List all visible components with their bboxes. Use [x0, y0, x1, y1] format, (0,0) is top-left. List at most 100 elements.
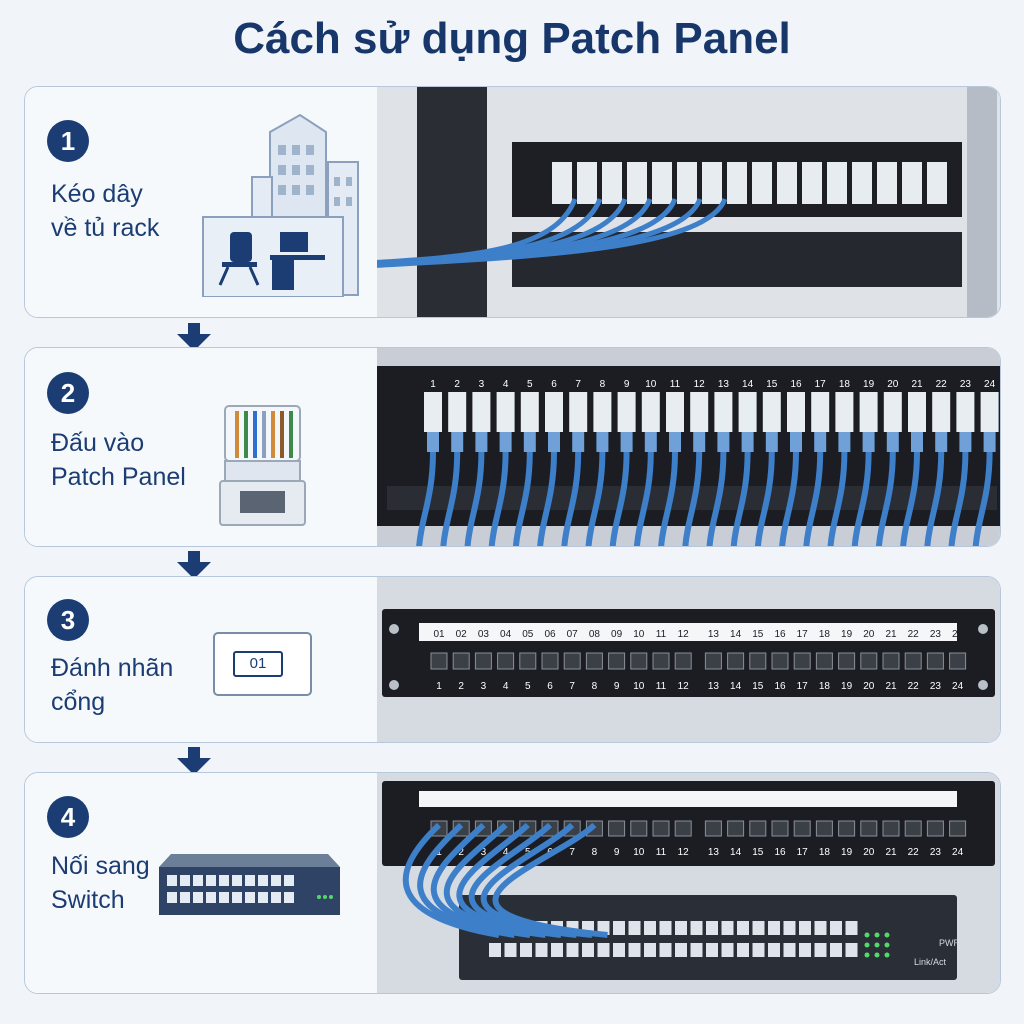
- switch-port: [520, 943, 532, 957]
- switch-port: [551, 943, 563, 957]
- cable-boot: [596, 432, 609, 452]
- port-number-label: 2: [458, 681, 464, 692]
- rj45-jack: [949, 652, 967, 670]
- cable-icon: [512, 451, 533, 546]
- switch-port: [783, 921, 796, 935]
- step-label-line2: Patch Panel: [51, 463, 186, 491]
- rj45-jack: [563, 652, 581, 670]
- port-label: 06: [544, 629, 556, 640]
- switch-icon-port: [167, 875, 177, 886]
- punchdown-module: [641, 392, 660, 432]
- switch-port: [830, 921, 842, 935]
- cable-boot: [669, 432, 681, 452]
- port-number-label: 13: [708, 681, 720, 692]
- rj45-jack: [749, 820, 767, 837]
- switch-port: [675, 921, 687, 935]
- punchdown-module: [424, 392, 442, 432]
- punchdown-module: [835, 392, 854, 432]
- port-number-label: 6: [551, 379, 557, 390]
- switch-port: [799, 921, 811, 935]
- port-number-label: 13: [718, 379, 730, 390]
- rj45-jack: [630, 652, 648, 670]
- port-number-label: 12: [678, 681, 690, 692]
- cable-boot: [911, 432, 923, 452]
- step-number: 4: [47, 796, 89, 838]
- rj45-jack: [474, 652, 492, 670]
- rj45-jack: [860, 652, 878, 670]
- cable-icon: [972, 451, 993, 546]
- switch-port: [504, 943, 517, 957]
- port-number-label: 8: [592, 847, 598, 858]
- port-number-label: 21: [911, 379, 923, 390]
- port-label: 24: [952, 629, 964, 640]
- arrow-down-icon: [177, 323, 211, 351]
- cable-icon: [417, 822, 515, 938]
- port-label: 03: [478, 629, 490, 640]
- port-number-label: 11: [656, 847, 667, 858]
- port-number-label: 15: [752, 847, 764, 858]
- port-number-label: 7: [569, 681, 575, 692]
- rj45-jack: [727, 652, 745, 670]
- port-label: 14: [730, 629, 742, 640]
- switch-port: [721, 921, 734, 935]
- switch-port: [582, 943, 594, 957]
- keystone-module: [802, 162, 822, 204]
- cable-boot: [620, 432, 633, 452]
- port-number-label: 17: [797, 847, 809, 858]
- switch-port: [644, 943, 656, 957]
- port-label: 09: [611, 629, 623, 640]
- cable-icon: [464, 451, 485, 546]
- rj45-jack: [727, 820, 745, 837]
- switch-icon-port: [219, 892, 229, 903]
- switch-icon-port: [206, 892, 216, 903]
- status-led: [864, 942, 870, 948]
- status-led: [884, 932, 890, 938]
- keystone-module: [902, 162, 922, 204]
- punchdown-module: [932, 392, 951, 432]
- rj45-jack: [430, 652, 448, 670]
- port-number-label: 22: [908, 847, 920, 858]
- port-label: 13: [708, 629, 720, 640]
- cable-boot: [644, 432, 657, 452]
- cable-icon: [730, 451, 751, 546]
- status-led: [884, 952, 890, 958]
- rj45-jack: [608, 652, 626, 670]
- port-number-label: 18: [819, 847, 831, 858]
- port-label: 10: [633, 629, 645, 640]
- step-1-left: 1 Kéo dây về tủ rack: [25, 87, 377, 317]
- cable-icon: [444, 822, 546, 938]
- step-2-left: 2 Đấu vào Patch Panel: [25, 348, 377, 546]
- port-number-label: 11: [656, 681, 667, 692]
- cable-icon: [430, 822, 531, 938]
- rj45-jack: [926, 652, 944, 670]
- step-label-line1: Đấu vào: [51, 429, 145, 457]
- port-number-label: 14: [742, 379, 754, 390]
- keystone-module: [677, 162, 697, 204]
- port-number-label: 14: [730, 681, 742, 692]
- switch-icon-port: [284, 892, 294, 903]
- switch-port: [675, 943, 687, 957]
- status-led: [864, 932, 870, 938]
- port-number-label: 8: [600, 379, 606, 390]
- rj45-connector-icon: [219, 405, 306, 526]
- port-label: 18: [819, 629, 831, 640]
- punchdown-module: [690, 392, 709, 432]
- rj45-jack: [882, 652, 900, 670]
- rj45-jack: [904, 652, 922, 670]
- punchdown-module: [787, 392, 805, 432]
- port-label: 12: [678, 629, 690, 640]
- port-number-label: 24: [984, 379, 996, 390]
- punchdown-module: [496, 392, 515, 432]
- network-switch-icon: [159, 854, 340, 915]
- rj45-jack: [838, 820, 856, 837]
- keystone-module: [877, 162, 897, 204]
- keystone-module: [577, 162, 597, 204]
- rj45-jack: [519, 652, 537, 670]
- port-number-label: 16: [774, 681, 786, 692]
- port-number-label: 15: [766, 379, 778, 390]
- port-number-label: 24: [952, 681, 964, 692]
- port-label: 23: [930, 629, 942, 640]
- cable-icon: [488, 451, 509, 546]
- switch-port: [659, 943, 672, 957]
